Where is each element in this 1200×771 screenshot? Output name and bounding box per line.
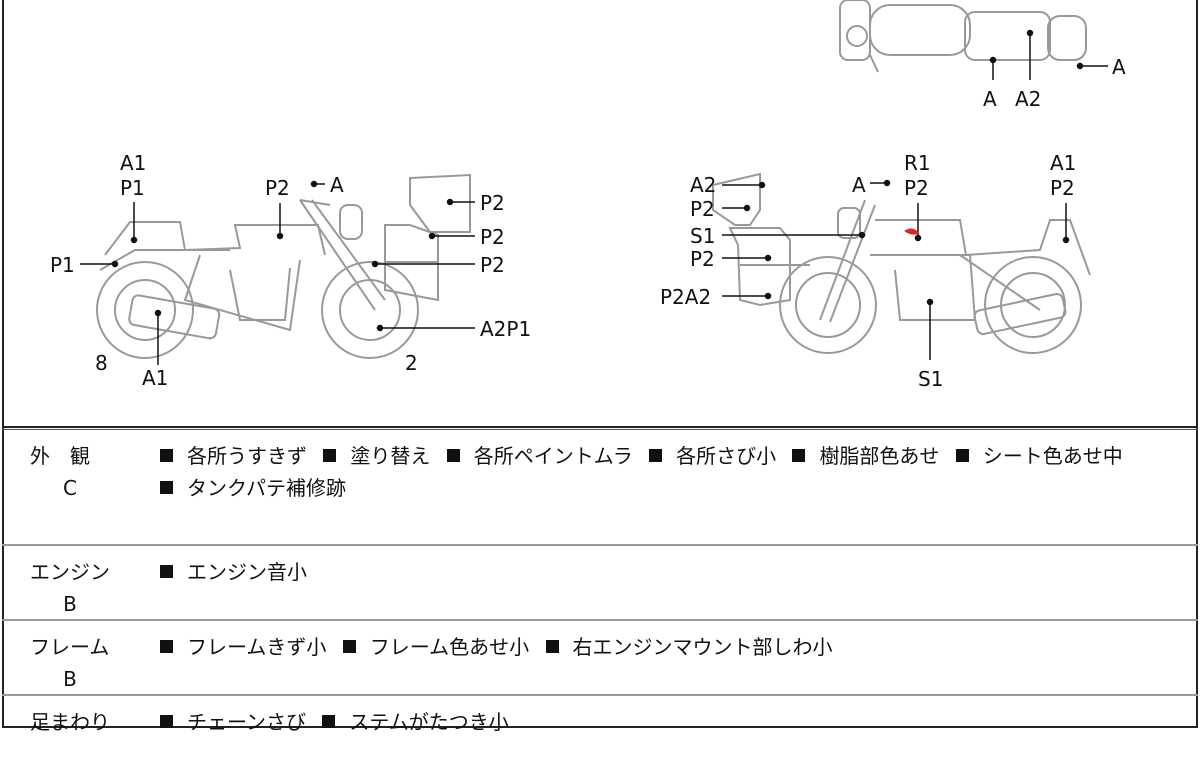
top-view-drawing	[839, 0, 1087, 73]
diagram-label: A2	[690, 173, 716, 197]
diagram-label: P2	[1050, 176, 1075, 200]
damage-mark	[904, 228, 920, 235]
condition-item: エンジン音小	[160, 556, 307, 588]
condition-item: 樹脂部色あせ	[792, 440, 939, 472]
diagram-label: 2	[405, 351, 418, 375]
diagram-label: A	[983, 87, 997, 111]
bullet-square-icon	[160, 565, 173, 578]
condition-item: 塗り替え	[323, 440, 430, 472]
bullet-square-icon	[160, 481, 173, 494]
condition-item: フレーム色あせ小	[342, 631, 529, 663]
diagram-label: P1	[120, 176, 145, 200]
bullet-square-icon	[342, 640, 356, 653]
bullet-square-icon	[160, 715, 173, 728]
bullet-square-icon	[545, 640, 559, 653]
diagram-label: A1	[120, 151, 146, 175]
section-title: エンジン	[30, 560, 110, 584]
bullet-square-icon	[792, 449, 806, 462]
diagram-label: P2	[480, 253, 505, 277]
section-frame: フレーム B フレームきず小 フレーム色あせ小 右エンジンマウント部しわ小	[2, 621, 1198, 696]
diagram-label: P2A2	[660, 285, 711, 309]
bullet-square-icon	[322, 715, 336, 728]
diagram-label: A1	[142, 366, 168, 390]
diagram-label: A1	[1050, 151, 1076, 175]
diagram-label: P2	[690, 197, 715, 221]
condition-list: チェーンさび ステムがたつき小	[160, 706, 1190, 738]
diagram-label: A	[852, 173, 866, 197]
diagram-label: 8	[95, 351, 108, 375]
diagram-label: R1	[904, 151, 931, 175]
condition-item: チェーンさび	[160, 706, 306, 738]
diagram-label: P2	[690, 247, 715, 271]
section-suspension: 足まわり チェーンさび ステムがたつき小	[2, 696, 1198, 771]
condition-item: フレームきず小	[160, 631, 326, 663]
bullet-square-icon	[323, 449, 337, 462]
diagram-label: S1	[690, 224, 715, 248]
section-grade: C	[63, 476, 77, 500]
diagram-label: A	[330, 173, 344, 197]
right-view-drawing	[712, 172, 1091, 354]
section-grade: B	[63, 592, 77, 616]
diagram-label: P2	[480, 225, 505, 249]
condition-list: 各所うすきず 塗り替え 各所ペイントムラ 各所さび小 樹脂部色あせ シート色あせ…	[160, 440, 1190, 504]
diagram-label: P2	[265, 176, 290, 200]
condition-item: 各所うすきず	[160, 440, 307, 472]
section-title: 外 観	[30, 444, 90, 468]
section-title: フレーム	[30, 635, 110, 659]
section-title: 足まわり	[30, 710, 110, 734]
diagram-label: S1	[918, 367, 943, 391]
section-divider	[2, 426, 1198, 430]
diagram-label: A2	[1015, 87, 1041, 111]
condition-item: ステムがたつき小	[322, 706, 509, 738]
left-view-drawing	[96, 173, 471, 359]
condition-item: タンクパテ補修跡	[160, 472, 346, 504]
bullet-square-icon	[160, 640, 173, 653]
section-exterior: 外 観 C 各所うすきず 塗り替え 各所ペイントムラ 各所さび小 樹脂部色あせ シ…	[2, 430, 1198, 546]
section-engine: エンジン B エンジン音小	[2, 546, 1198, 621]
condition-item: 各所さび小	[649, 440, 776, 472]
condition-list: フレームきず小 フレーム色あせ小 右エンジンマウント部しわ小	[160, 631, 1190, 663]
diagram-label: A	[1112, 55, 1126, 79]
bullet-square-icon	[649, 449, 663, 462]
motorcycle-diagram: A A2 A A1 P1 P2 A P2 P2 P2 P1 A2P1 8 A1 …	[50, 0, 1126, 391]
diagram-label: A2P1	[480, 317, 531, 341]
diagram-label: P1	[50, 253, 75, 277]
bullet-square-icon	[446, 449, 460, 462]
condition-list: エンジン音小	[160, 556, 1190, 588]
bullet-square-icon	[160, 449, 173, 462]
diagram-label: P2	[480, 191, 505, 215]
condition-item: 各所ペイントムラ	[446, 440, 633, 472]
condition-item: シート色あせ中	[955, 440, 1123, 472]
bullet-square-icon	[955, 449, 969, 462]
section-grade: B	[63, 667, 77, 691]
motorcycle-drawings: A A2 A A1 P1 P2 A P2 P2 P2 P1 A2P1 8 A1 …	[50, 0, 1126, 391]
condition-item: 右エンジンマウント部しわ小	[545, 631, 833, 663]
diagram-label: P2	[904, 176, 929, 200]
